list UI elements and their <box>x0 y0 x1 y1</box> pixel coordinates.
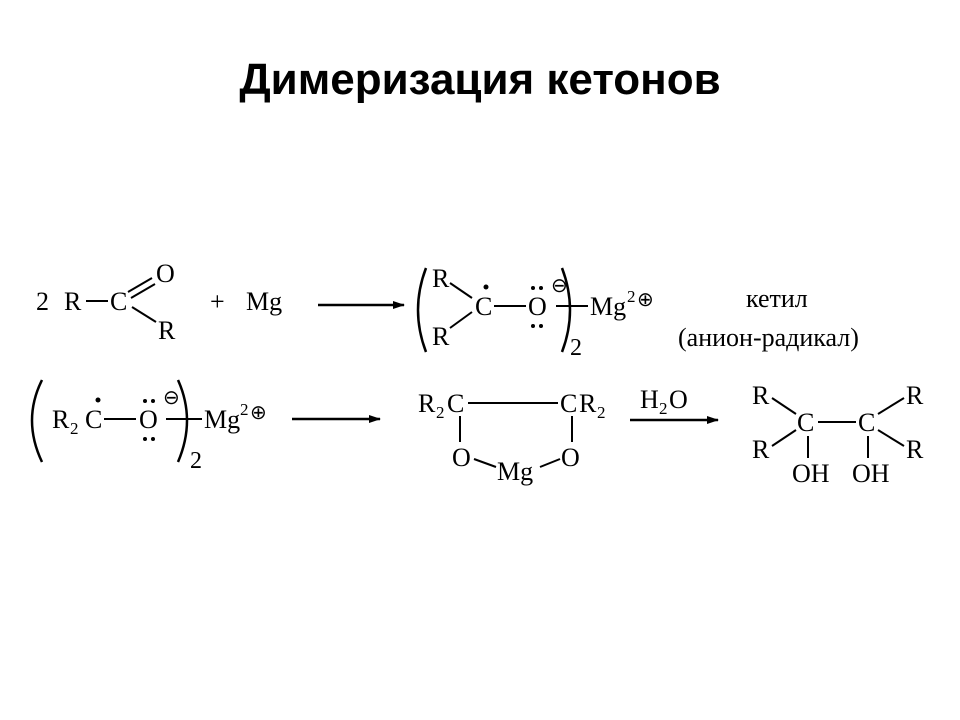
left-bracket <box>416 267 428 353</box>
positive-charge: ⊕ <box>250 402 267 424</box>
lone-pair-dot <box>151 437 155 441</box>
left-bracket <box>30 379 44 463</box>
ketyl-carbon: C <box>85 405 102 434</box>
bond <box>771 397 797 415</box>
reagent-hydrogen: H <box>640 385 659 414</box>
ketone-oxygen: O <box>156 259 175 288</box>
lone-pair-dot <box>143 399 147 403</box>
reagent-subscript: 2 <box>659 399 668 418</box>
lone-pair-dot <box>531 286 535 290</box>
diol-r-bottom-left: R <box>752 435 770 464</box>
negative-charge: ⊖ <box>551 275 568 297</box>
ketyl-oxygen: O <box>139 405 158 434</box>
lone-pair-dot <box>143 437 147 441</box>
stoichiometry-subscript: 2 <box>570 335 582 361</box>
stoichiometry-subscript: 2 <box>190 448 202 474</box>
pinacol-product: R R C C R R OH OH <box>752 381 924 488</box>
ketyl-magnesium: Mg <box>204 405 240 434</box>
chelate-left-carbon: C <box>447 389 464 418</box>
lone-pair-dot <box>531 324 535 328</box>
bond <box>877 429 905 447</box>
reagent-oxygen: O <box>669 385 688 414</box>
magnesium-charge: 2 <box>627 287 636 306</box>
magnesium-charge: 2 <box>240 400 249 419</box>
double-bond-b <box>130 283 156 299</box>
ketone-r1: R <box>64 287 82 316</box>
diol-r-bottom-right: R <box>906 435 924 464</box>
magnesium: Mg <box>246 287 282 316</box>
bond <box>877 397 905 415</box>
chelate-left-subscript: 2 <box>436 403 445 422</box>
diol-left-hydroxyl: OH <box>792 459 830 488</box>
diol-left-carbon: C <box>797 408 814 437</box>
ketyl-r-top: R <box>432 264 450 293</box>
chelate-left-oxygen: O <box>452 443 471 472</box>
diol-right-hydroxyl: OH <box>852 459 890 488</box>
radical-dot <box>95 397 101 403</box>
chelate-right-r: R <box>579 389 597 418</box>
plus-sign: + <box>210 287 225 316</box>
ketone-carbon: C <box>110 287 127 316</box>
chelate-right-subscript: 2 <box>597 403 606 422</box>
ketyl-label: кетил <box>746 284 808 313</box>
diol-r-top-left: R <box>752 381 770 410</box>
reaction-2: R 2 C O ⊖ 2 Mg 2 ⊕ R 2 C C R 2 <box>30 379 924 488</box>
lone-pair-dot <box>151 399 155 403</box>
right-bracket <box>560 267 572 353</box>
negative-charge: ⊖ <box>163 387 180 409</box>
chelate-right-oxygen: O <box>561 443 580 472</box>
reaction-1: 2 R C O R + Mg R R C O ⊖ <box>36 259 859 361</box>
bond <box>771 429 797 447</box>
ketyl-product: R R C O ⊖ 2 Mg 2 ⊕ <box>416 264 654 361</box>
bond <box>473 458 497 468</box>
bond <box>449 282 473 299</box>
lone-pair-dot <box>539 286 543 290</box>
diol-r-top-right: R <box>906 381 924 410</box>
bond <box>539 458 561 468</box>
page-title: Димеризация кетонов <box>239 55 721 104</box>
right-bracket <box>176 379 189 463</box>
ketone: 2 R C O R <box>36 259 176 345</box>
double-bond-a <box>127 277 153 293</box>
radical-dot <box>483 284 489 290</box>
ketyl-carbon: C <box>475 292 492 321</box>
ketyl-oxygen: O <box>528 292 547 321</box>
magnesium-chelate: R 2 C C R 2 O Mg O <box>418 389 606 486</box>
ketyl-r-bottom: R <box>432 322 450 351</box>
ketyl-r: R <box>52 405 70 434</box>
positive-charge: ⊕ <box>637 289 654 311</box>
ketyl-reactant: R 2 C O ⊖ 2 Mg 2 ⊕ <box>30 379 267 474</box>
chelate-left-r: R <box>418 389 436 418</box>
ketone-r2: R <box>158 316 176 345</box>
bond <box>131 306 157 323</box>
coefficient: 2 <box>36 287 49 316</box>
lone-pair-dot <box>539 324 543 328</box>
ketyl-r-subscript: 2 <box>70 419 79 438</box>
chelate-right-carbon: C <box>560 389 577 418</box>
anion-radical-label: (анион-радикал) <box>678 323 859 352</box>
bond <box>449 311 473 329</box>
ketyl-magnesium: Mg <box>590 292 626 321</box>
diol-right-carbon: C <box>858 408 875 437</box>
chelate-magnesium: Mg <box>497 457 533 486</box>
